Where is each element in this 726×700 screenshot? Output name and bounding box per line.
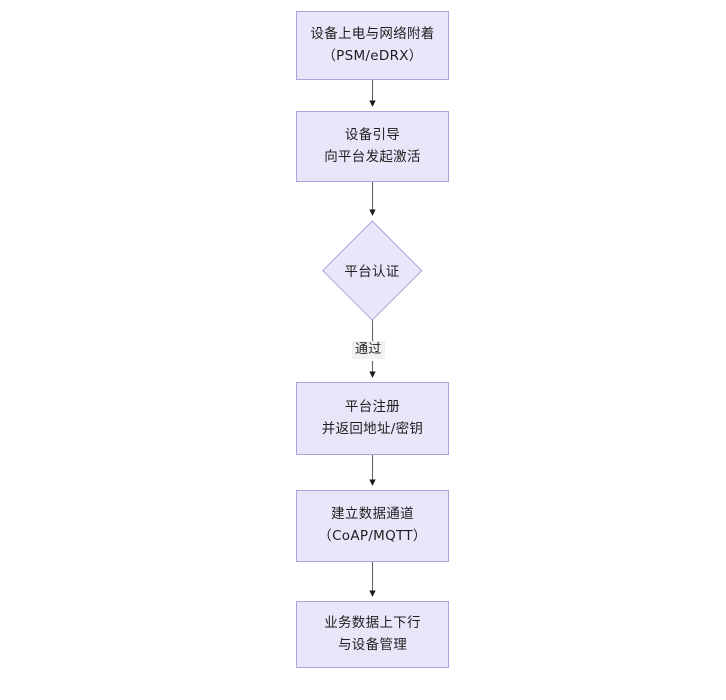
node-establish-data-channel[interactable]: 建立数据通道 （CoAP/MQTT） (296, 490, 449, 562)
node-label-line2: 向平台发起激活 (324, 148, 421, 165)
node-label-line2: 并返回地址/密钥 (321, 420, 424, 437)
node-platform-registration[interactable]: 平台注册 并返回地址/密钥 (296, 382, 449, 455)
node-label-line1: 业务数据上下行 (324, 614, 421, 631)
node-service-data-and-device-management[interactable]: 业务数据上下行 与设备管理 (296, 601, 449, 668)
node-label-line1: 平台认证 (344, 264, 400, 280)
node-label-line1: 设备上电与网络附着 (310, 25, 435, 42)
node-label-line2: 与设备管理 (338, 636, 407, 653)
node-label-line2: （CoAP/MQTT） (318, 528, 427, 544)
edge-label-pass: 通过 (352, 341, 385, 360)
node-device-power-on[interactable]: 设备上电与网络附着 （PSM/eDRX） (296, 11, 449, 80)
node-device-bootstrap[interactable]: 设备引导 向平台发起激活 (296, 111, 449, 182)
node-label-line2: （PSM/eDRX） (322, 47, 423, 64)
node-platform-authentication[interactable]: 平台认证 (322, 220, 422, 320)
node-label-line1: 建立数据通道 (331, 506, 414, 523)
node-label-line1: 平台注册 (344, 398, 401, 415)
node-label-line1: 设备引导 (344, 126, 401, 143)
